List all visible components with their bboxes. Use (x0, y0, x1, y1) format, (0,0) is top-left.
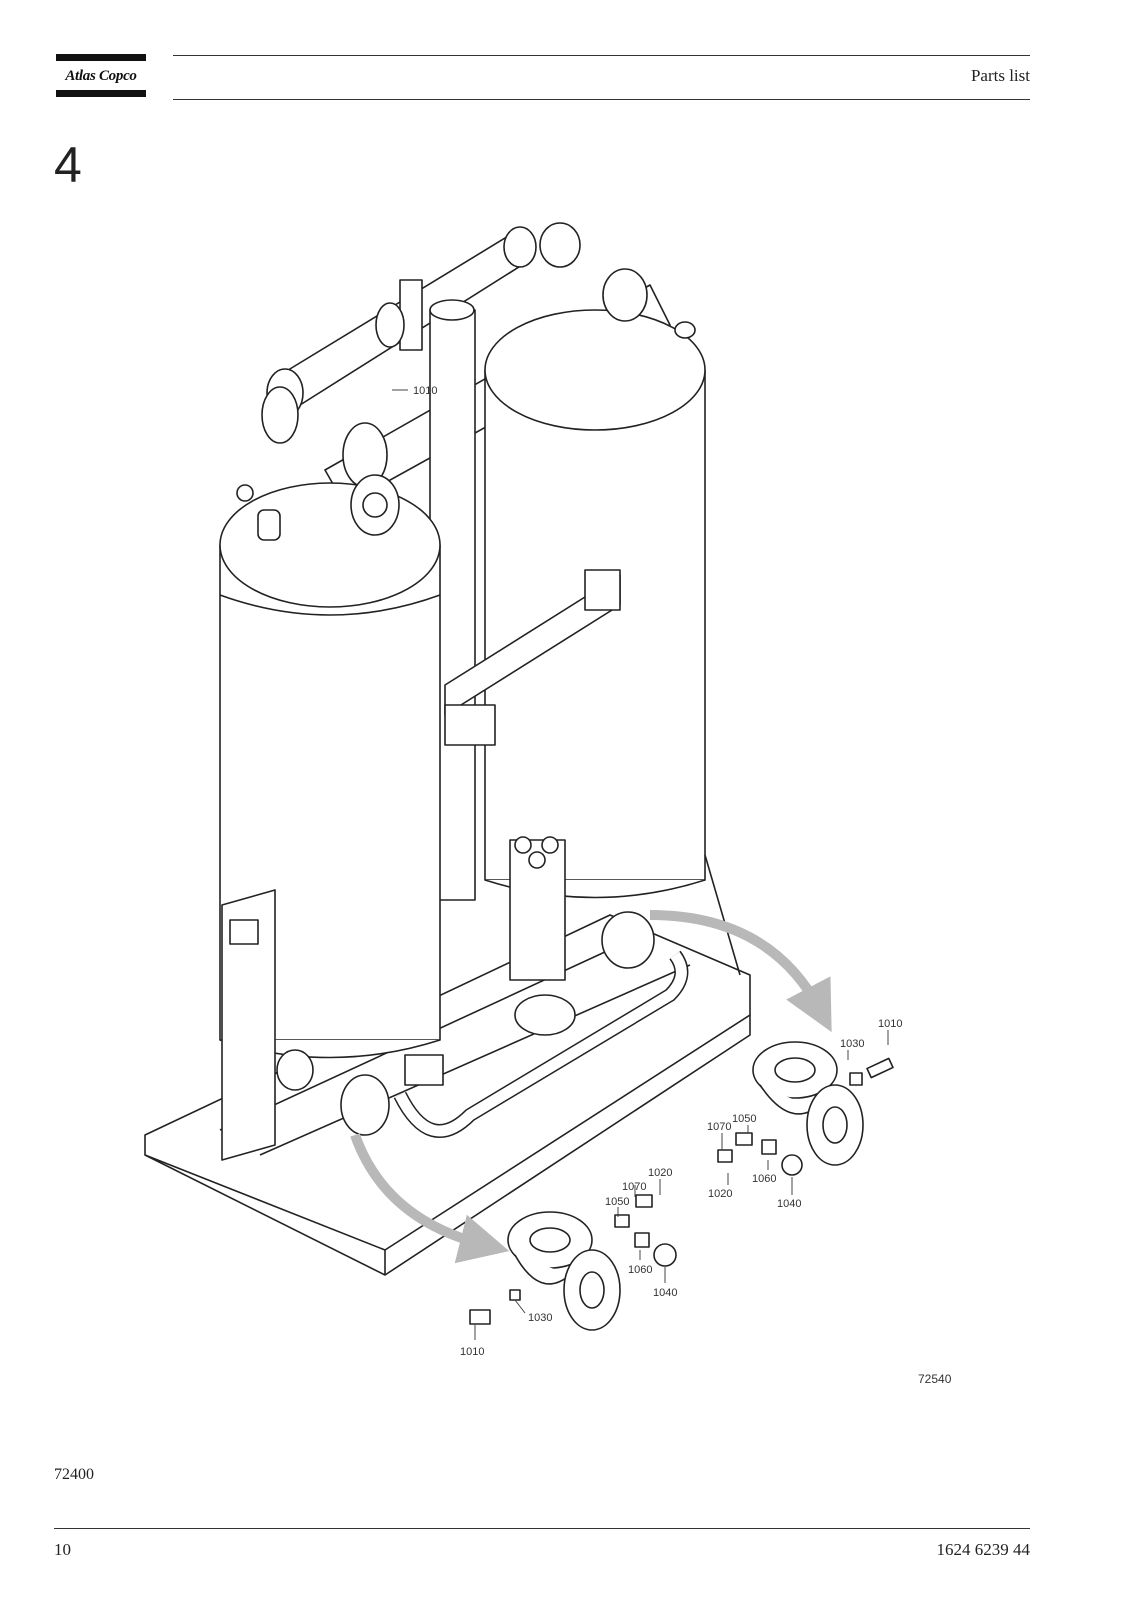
right-valve-assembly (717, 1041, 894, 1176)
right-vessel (484, 309, 741, 976)
callout-1070-bottom: 1070 (622, 1181, 646, 1193)
callout-labels: 1010 1010 1030 1050 1070 1020 1060 1040 … (413, 385, 902, 1358)
callout-1060-right: 1060 (752, 1173, 776, 1185)
callout-1050-right: 1050 (732, 1113, 756, 1125)
drawing-number: 72540 (918, 1372, 952, 1386)
callout-1040-bottom: 1040 (653, 1287, 677, 1299)
exploded-view-drawing: 1010 1010 1030 1050 1070 1020 1060 1040 … (144, 222, 902, 1358)
header-title: Parts list (970, 66, 1030, 85)
callout-1020-right: 1020 (708, 1188, 732, 1200)
logo-brand-text: Atlas Copco (65, 68, 137, 84)
chapter-number: 4 (54, 137, 82, 193)
bottom-valve-assembly (469, 1194, 677, 1331)
callout-1030-right: 1030 (840, 1038, 864, 1050)
footer-rule (54, 1528, 1030, 1529)
logo-bar-bottom (56, 90, 146, 97)
top-flanges (261, 222, 696, 536)
page-number: 10 (54, 1540, 71, 1559)
callout-1010-top: 1010 (413, 385, 437, 397)
header-rule-bottom (173, 99, 1030, 100)
callout-1020-bottom: 1020 (648, 1167, 672, 1179)
left-vessel (219, 482, 441, 1059)
callout-1050-bottom: 1050 (605, 1196, 629, 1208)
nameplate-post (221, 889, 276, 1161)
leader-lines (392, 389, 889, 1340)
callout-1010-right: 1010 (878, 1018, 902, 1030)
atlas-copco-logo: Atlas Copco (56, 54, 146, 98)
callout-1030-bottom: 1030 (528, 1312, 552, 1324)
explode-arrows (350, 910, 832, 1264)
callout-1060-bottom: 1060 (628, 1264, 652, 1276)
header-rule-top (173, 55, 1030, 56)
callout-1040-right: 1040 (777, 1198, 801, 1210)
callout-1070-right: 1070 (707, 1121, 731, 1133)
bottom-piping (276, 836, 689, 1138)
callout-1010-bottom: 1010 (460, 1346, 484, 1358)
logo-bar-top (56, 54, 146, 61)
part-number: 1624 6239 44 (936, 1540, 1031, 1559)
document-reference: 72400 (54, 1466, 94, 1483)
